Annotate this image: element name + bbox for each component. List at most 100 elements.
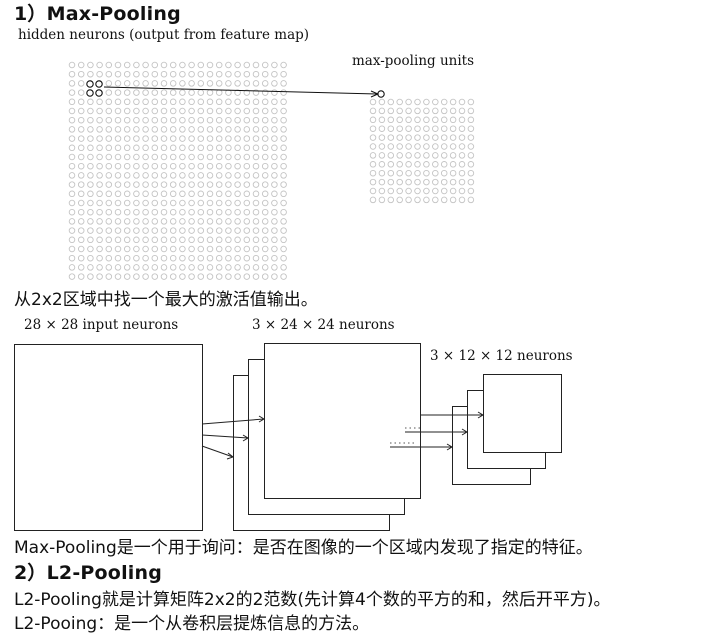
hidden-neuron bbox=[105, 208, 113, 216]
hidden-neuron bbox=[114, 181, 122, 188]
hidden-neuron bbox=[77, 153, 85, 161]
hidden-neuron bbox=[123, 208, 131, 216]
hidden-neuron bbox=[271, 227, 278, 234]
pooling-unit bbox=[423, 161, 430, 168]
hidden-neuron bbox=[197, 190, 205, 198]
pooling-unit bbox=[467, 134, 475, 141]
highlighted-hidden-neuron bbox=[95, 80, 103, 88]
pooling-unit bbox=[396, 161, 403, 168]
hidden-neuron bbox=[243, 181, 251, 188]
hidden-neuron bbox=[243, 80, 251, 87]
hidden-neuron bbox=[280, 208, 287, 216]
hidden-neuron bbox=[151, 227, 159, 234]
hidden-neuron bbox=[234, 199, 241, 207]
hidden-neuron bbox=[243, 135, 251, 142]
hidden-neuron bbox=[271, 172, 278, 179]
hidden-neuron bbox=[169, 172, 177, 179]
hidden-neuron bbox=[215, 199, 223, 207]
hidden-neuron bbox=[179, 172, 186, 179]
hidden-neuron bbox=[215, 116, 223, 124]
hidden-neuron bbox=[77, 245, 85, 253]
pooling-unit bbox=[440, 107, 448, 115]
pooling-unit bbox=[405, 143, 412, 150]
hidden-neuron bbox=[105, 98, 113, 106]
hidden-neuron bbox=[252, 162, 260, 170]
hidden-neuron bbox=[243, 199, 251, 207]
hidden-neuron bbox=[68, 172, 76, 179]
hidden-neuron bbox=[160, 245, 168, 253]
hidden-neuron bbox=[123, 162, 131, 170]
hidden-neuron bbox=[225, 80, 232, 87]
hidden-neuron bbox=[123, 116, 131, 124]
hidden-neuron bbox=[225, 190, 232, 198]
hidden-neuron bbox=[87, 126, 94, 133]
hidden-neuron bbox=[77, 218, 85, 225]
hidden-neuron bbox=[105, 199, 113, 207]
hidden-neuron bbox=[215, 144, 223, 152]
hidden-neuron bbox=[169, 116, 177, 124]
hidden-neuron bbox=[133, 98, 140, 106]
hidden-neuron bbox=[243, 190, 251, 198]
map3-to-pool3-arrowhead bbox=[446, 443, 453, 451]
hidden-neuron bbox=[68, 245, 76, 253]
pooling-unit bbox=[396, 98, 403, 106]
hidden-neuron bbox=[225, 107, 232, 115]
hidden-neuron bbox=[114, 218, 122, 225]
pooling-unit bbox=[432, 169, 439, 177]
pooling-unit bbox=[396, 134, 403, 141]
input-to-map2-arrowhead bbox=[242, 434, 249, 442]
hidden-neuron bbox=[160, 144, 168, 152]
pooling-unit bbox=[396, 187, 403, 195]
pooling-unit bbox=[449, 98, 457, 106]
hidden-neuron bbox=[206, 264, 214, 271]
hidden-neuron bbox=[114, 98, 122, 106]
hidden-neuron bbox=[96, 70, 103, 78]
hidden-neuron bbox=[252, 98, 260, 106]
hidden-neuron bbox=[169, 273, 177, 280]
hidden-neuron bbox=[179, 135, 186, 142]
hidden-neuron bbox=[133, 264, 140, 271]
pooling-unit bbox=[423, 125, 430, 132]
hidden-neuron bbox=[188, 61, 195, 69]
conv-neurons-label: 3 × 24 × 24 neurons bbox=[252, 317, 395, 333]
hidden-neuron bbox=[225, 70, 232, 78]
hidden-neuron bbox=[169, 208, 177, 216]
hidden-neuron bbox=[160, 107, 168, 115]
hidden-neuron bbox=[188, 181, 195, 188]
hidden-neuron bbox=[151, 80, 159, 87]
l2-pooling-line-2: L2-Pooing：是一个从卷积层提炼信息的方法。 bbox=[14, 614, 370, 634]
hidden-neuron bbox=[105, 144, 113, 152]
pooling-connection-arrowhead bbox=[370, 90, 380, 98]
hidden-neuron bbox=[225, 273, 232, 280]
hidden-neuron bbox=[133, 199, 140, 207]
hidden-neuron bbox=[123, 61, 131, 69]
pooling-unit bbox=[414, 196, 421, 204]
pooling-unit bbox=[432, 143, 439, 150]
hidden-neuron bbox=[133, 273, 140, 280]
hidden-neuron bbox=[160, 218, 168, 225]
hidden-neuron bbox=[68, 190, 76, 198]
hidden-neuron bbox=[234, 135, 241, 142]
pooling-unit bbox=[432, 178, 439, 186]
hidden-neuron bbox=[133, 181, 140, 188]
hidden-neuron bbox=[96, 162, 103, 170]
hidden-neuron bbox=[280, 61, 287, 69]
hidden-neuron bbox=[87, 116, 94, 124]
hidden-neuron bbox=[68, 227, 76, 234]
pooling-unit bbox=[378, 152, 386, 159]
hidden-neuron bbox=[188, 144, 195, 152]
pooling-unit bbox=[378, 187, 386, 195]
hidden-neuron bbox=[114, 245, 122, 253]
hidden-neuron bbox=[206, 144, 214, 152]
hidden-neuron bbox=[243, 153, 251, 161]
hidden-neuron bbox=[271, 153, 278, 161]
hidden-neuron bbox=[197, 61, 205, 69]
pooling-unit bbox=[378, 196, 386, 204]
hidden-neuron bbox=[96, 245, 103, 253]
hidden-neuron bbox=[114, 61, 122, 69]
hidden-neuron bbox=[234, 70, 241, 78]
hidden-neuron bbox=[252, 264, 260, 271]
pooling-unit bbox=[405, 187, 412, 195]
hidden-neuron bbox=[160, 254, 168, 262]
pooling-unit bbox=[369, 143, 377, 150]
